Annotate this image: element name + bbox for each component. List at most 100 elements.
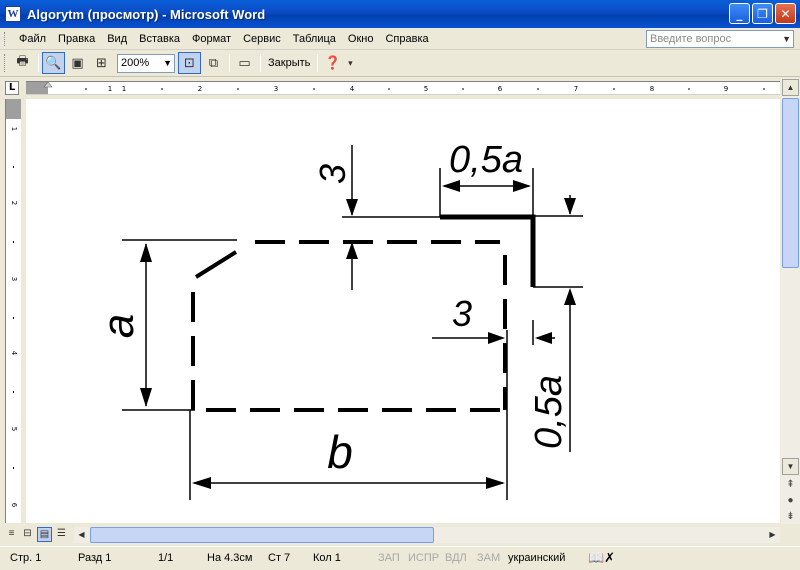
view-ruler-icon[interactable]: ⊡ (178, 52, 201, 74)
status-track-changes[interactable]: ИСПР (408, 552, 440, 564)
ruler-number: 4 (10, 351, 18, 356)
vertical-scrollbar[interactable]: ▲ ▼ ⇞ ● ⇟ (781, 78, 800, 524)
menu-window[interactable]: Окно (347, 32, 374, 45)
one-page-icon[interactable]: ▣ (71, 55, 84, 70)
restore-button[interactable]: ❐ (752, 3, 773, 24)
dimension-label-b: b (327, 426, 353, 478)
status-section: Разд 1 (78, 552, 112, 564)
help-search-placeholder: Введите вопрос (650, 33, 732, 45)
title-bar: W Algorytm (просмотр) - Microsoft Word _… (0, 0, 800, 28)
close-button[interactable]: ✕ (775, 3, 796, 24)
ruler-number: 4 (350, 85, 355, 93)
indent-marker[interactable] (43, 82, 53, 88)
ruler-number: 9 (724, 85, 728, 93)
normal-view-icon[interactable]: ≡ (8, 528, 15, 539)
next-page-icon[interactable]: ⇟ (786, 511, 795, 522)
toolbar-grip[interactable] (4, 54, 7, 72)
ruler-row: L 1 1 2 3 4 5 6 7 8 9 (0, 78, 800, 98)
browse-object-icon[interactable]: ● (787, 495, 794, 506)
web-view-icon[interactable]: ⊟ (23, 528, 32, 539)
status-record[interactable]: ЗАП (378, 552, 400, 564)
magnifier-icon[interactable]: 🔍 (42, 52, 65, 74)
scroll-thumb[interactable] (782, 98, 799, 268)
vertical-ruler[interactable]: 1 2 3 4 5 6 (5, 99, 21, 523)
ruler-number: 1 (122, 85, 126, 93)
dimension-label-half-a-top: 0,5a (449, 139, 523, 181)
status-pages: 1/1 (158, 552, 174, 564)
menu-format[interactable]: Формат (192, 32, 232, 45)
ruler-number: 8 (650, 85, 654, 93)
ruler-number: 5 (424, 85, 428, 93)
zoom-select[interactable]: 200% ▼ (117, 53, 175, 73)
document-page[interactable]: a b 3 3 0,5a 0,5a (26, 99, 780, 523)
toolbar-separator (317, 54, 319, 72)
scroll-right-button[interactable]: ▶ (769, 530, 776, 539)
scroll-up-button[interactable]: ▲ (782, 79, 799, 96)
print-icon[interactable]: 🖶 (16, 53, 29, 68)
status-overtype[interactable]: ЗАМ (477, 552, 501, 564)
scroll-down-button[interactable]: ▼ (782, 458, 799, 475)
menu-bar: Файл Правка Вид Вставка Формат Сервис Та… (0, 28, 800, 50)
close-preview-button[interactable]: Закрыть (268, 57, 311, 69)
status-page: Стр. 1 (10, 552, 42, 564)
full-screen-icon[interactable]: ▭ (238, 55, 251, 70)
ruler-number: 2 (198, 85, 202, 93)
tab-selector[interactable]: L (5, 81, 19, 95)
chevron-down-icon[interactable]: ▼ (163, 57, 172, 68)
dimension-label-3-top: 3 (312, 164, 353, 184)
print-layout-icon[interactable]: ▤ (37, 527, 52, 542)
ruler-margin (6, 99, 21, 119)
multiple-pages-icon[interactable]: ⊞ (96, 55, 107, 70)
ruler-number: 3 (274, 85, 278, 93)
status-bar: Стр. 1 Разд 1 1/1 На 4.3см Ст 7 Кол 1 ЗА… (0, 546, 800, 570)
menu-edit[interactable]: Правка (58, 32, 96, 45)
thick-corner (440, 214, 536, 287)
horizontal-scrollbar[interactable]: ◀ ▶ (74, 527, 780, 543)
menu-file[interactable]: Файл (19, 32, 47, 45)
ruler-margin (26, 82, 48, 94)
horizontal-ruler[interactable]: 1 1 2 3 4 5 6 7 8 9 (26, 81, 780, 95)
previous-page-icon[interactable]: ⇞ (786, 479, 795, 490)
zoom-value: 200% (121, 56, 150, 69)
status-column: Кол 1 (313, 552, 341, 564)
chevron-down-icon[interactable]: ▼ (782, 34, 791, 44)
dimension-label-half-a-right: 0,5a (528, 375, 570, 449)
menu-tools[interactable]: Сервис (243, 32, 281, 45)
scroll-left-button[interactable]: ◀ (78, 530, 85, 539)
spelling-check-icon[interactable]: 📖✗ (588, 550, 616, 565)
toolbar-options-icon[interactable]: ▾ (348, 57, 353, 68)
help-question-icon[interactable]: ❓ (324, 55, 341, 70)
vertical-ruler-ticks: 1 2 3 4 5 6 (10, 127, 18, 508)
bottom-bar: ≡ ⊟ ▤ ☰ ◀ ▶ (0, 524, 800, 545)
word-app-icon[interactable]: W (5, 6, 21, 22)
toolbar-separator (260, 54, 261, 72)
ruler-number: 3 (10, 277, 18, 281)
minimize-button[interactable]: _ (729, 3, 750, 24)
menu-grip[interactable] (4, 31, 7, 46)
menu-insert[interactable]: Вставка (139, 32, 181, 45)
ruler-number: 2 (10, 201, 18, 205)
ruler-number: 1 (108, 85, 112, 93)
toolbar-separator (38, 54, 39, 72)
dimension-label-3-right: 3 (452, 293, 472, 334)
dimension-drawing: a b 3 3 0,5a 0,5a (94, 139, 583, 500)
ruler-number: 7 (574, 85, 578, 93)
menu-table[interactable]: Таблица (292, 32, 336, 45)
outline-view-icon[interactable]: ☰ (57, 528, 66, 539)
print-preview-toolbar: 🖶 🔍 ▣ ⊞ 200% ▼ ⊡ ⧉ ▭ Закрыть ❓ ▾ (0, 50, 800, 77)
status-extend[interactable]: ВДЛ (445, 552, 467, 564)
ruler-number: 6 (498, 85, 503, 93)
help-search-input[interactable]: Введите вопрос ▼ (646, 30, 794, 48)
ruler-number: 5 (10, 427, 18, 431)
menu-view[interactable]: Вид (107, 32, 128, 45)
shrink-to-fit-icon[interactable]: ⧉ (208, 55, 219, 70)
dashed-chamfer (194, 250, 238, 279)
horizontal-scroll-thumb[interactable] (90, 527, 434, 543)
toolbar-separator (229, 54, 230, 72)
menu-help[interactable]: Справка (385, 32, 429, 45)
ruler-ticks: 1 1 2 3 4 5 6 7 8 9 (43, 82, 765, 93)
window-title: Algorytm (просмотр) - Microsoft Word (27, 6, 266, 22)
window-controls: _ ❐ ✕ (729, 3, 796, 24)
status-position: На 4.3см (207, 552, 253, 564)
status-language[interactable]: украинский (508, 552, 566, 564)
